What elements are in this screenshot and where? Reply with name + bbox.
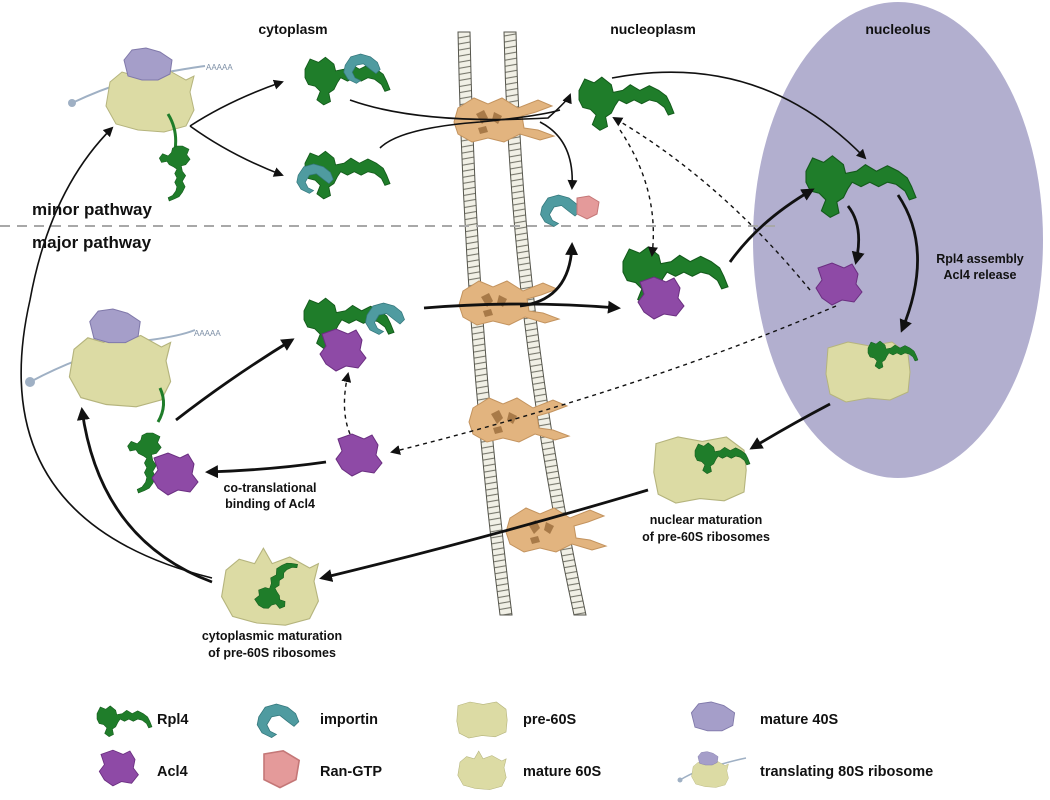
pre60s-nucleolus [825,340,919,403]
legend-label-mature60s: mature 60S [523,764,602,780]
rpl4-acl4-nucleoplasm [622,246,729,320]
translating-80s-icon [677,751,747,788]
pathway-arrows [20,71,919,584]
acl4-cytoplasm [335,433,383,477]
region-label-cytoplasm: cytoplasm [258,21,327,37]
caption-rpl4-assembly-1: Rpl4 assembly [936,252,1024,266]
legend-item-mature60s: mature 60S [457,750,602,790]
mrna-tail-major: AAAAA [194,329,221,338]
region-label-nucleolus: nucleolus [865,21,931,37]
pathway-label-major: major pathway [32,233,152,252]
legend-label-rpl4: Rpl4 [157,712,188,728]
legend-item-translating-80s: translating 80S ribosome [677,751,933,788]
nuclear-envelope [457,31,587,616]
caption-nuclear-maturation-1: nuclear maturation [650,513,763,527]
caption-cotranslational-2: binding of Acl4 [225,497,315,511]
legend-label-mature40s: mature 40S [760,712,839,728]
legend-item-rpl4: Rpl4 [96,705,188,737]
mature-40s-icon [690,701,736,732]
nucleolus-region [753,2,1043,478]
mature-60s-icon [457,750,507,790]
legend-item-mature40s: mature 40S [690,701,839,732]
legend-label-importin: importin [320,712,378,728]
ran-gtp-icon [263,749,301,789]
region-label-nucleoplasm: nucleoplasm [610,21,696,37]
caption-cotranslational-1: co-translational [223,481,316,495]
legend-item-acl4: Acl4 [98,749,188,787]
acl4-icon [98,749,139,787]
pre60s-cytoplasm [221,547,319,626]
pathway-label-minor: minor pathway [32,200,153,219]
legend-item-importin: importin [256,703,378,738]
legend-label-ran-gtp: Ran-GTP [320,764,382,780]
legend-item-pre60s: pre-60S [456,701,577,739]
legend: Rpl4 importin pre-60S mature 40S Acl4 Ra… [96,701,933,790]
caption-cytoplasmic-maturation-1: cytoplasmic maturation [202,629,342,643]
legend-label-translating-80s: translating 80S ribosome [760,764,933,780]
legend-item-ran-gtp: Ran-GTP [263,749,382,789]
legend-label-acl4: Acl4 [157,764,188,780]
nuclear-pore-complex-icon [468,397,570,443]
pre60s-nucleoplasm [653,436,751,504]
nuclear-pore-complex-icon [505,507,607,553]
pre-60s-icon [456,701,508,739]
rpl4-importin-complex-lower [296,150,391,200]
translating-ribosome-major: AAAAA [25,308,221,496]
rpl4-importin-complex-upper [304,53,391,106]
caption-cytoplasmic-maturation-2: of pre-60S ribosomes [208,646,336,660]
rpl4-acl4-importin-complex [303,297,405,372]
caption-nuclear-maturation-2: of pre-60S ribosomes [642,530,770,544]
caption-rpl4-assembly-2: Acl4 release [944,268,1017,282]
translating-ribosome-minor: AAAAA [68,47,233,202]
legend-label-pre60s: pre-60S [523,712,577,728]
rpl4-nucleoplasm-minor [578,76,675,131]
rpl4-icon [96,705,153,737]
mrna-tail-minor: AAAAA [206,63,233,72]
acl4-released [815,262,863,306]
importin-ran-gtp-complex [540,194,600,227]
importin-icon [256,703,300,738]
